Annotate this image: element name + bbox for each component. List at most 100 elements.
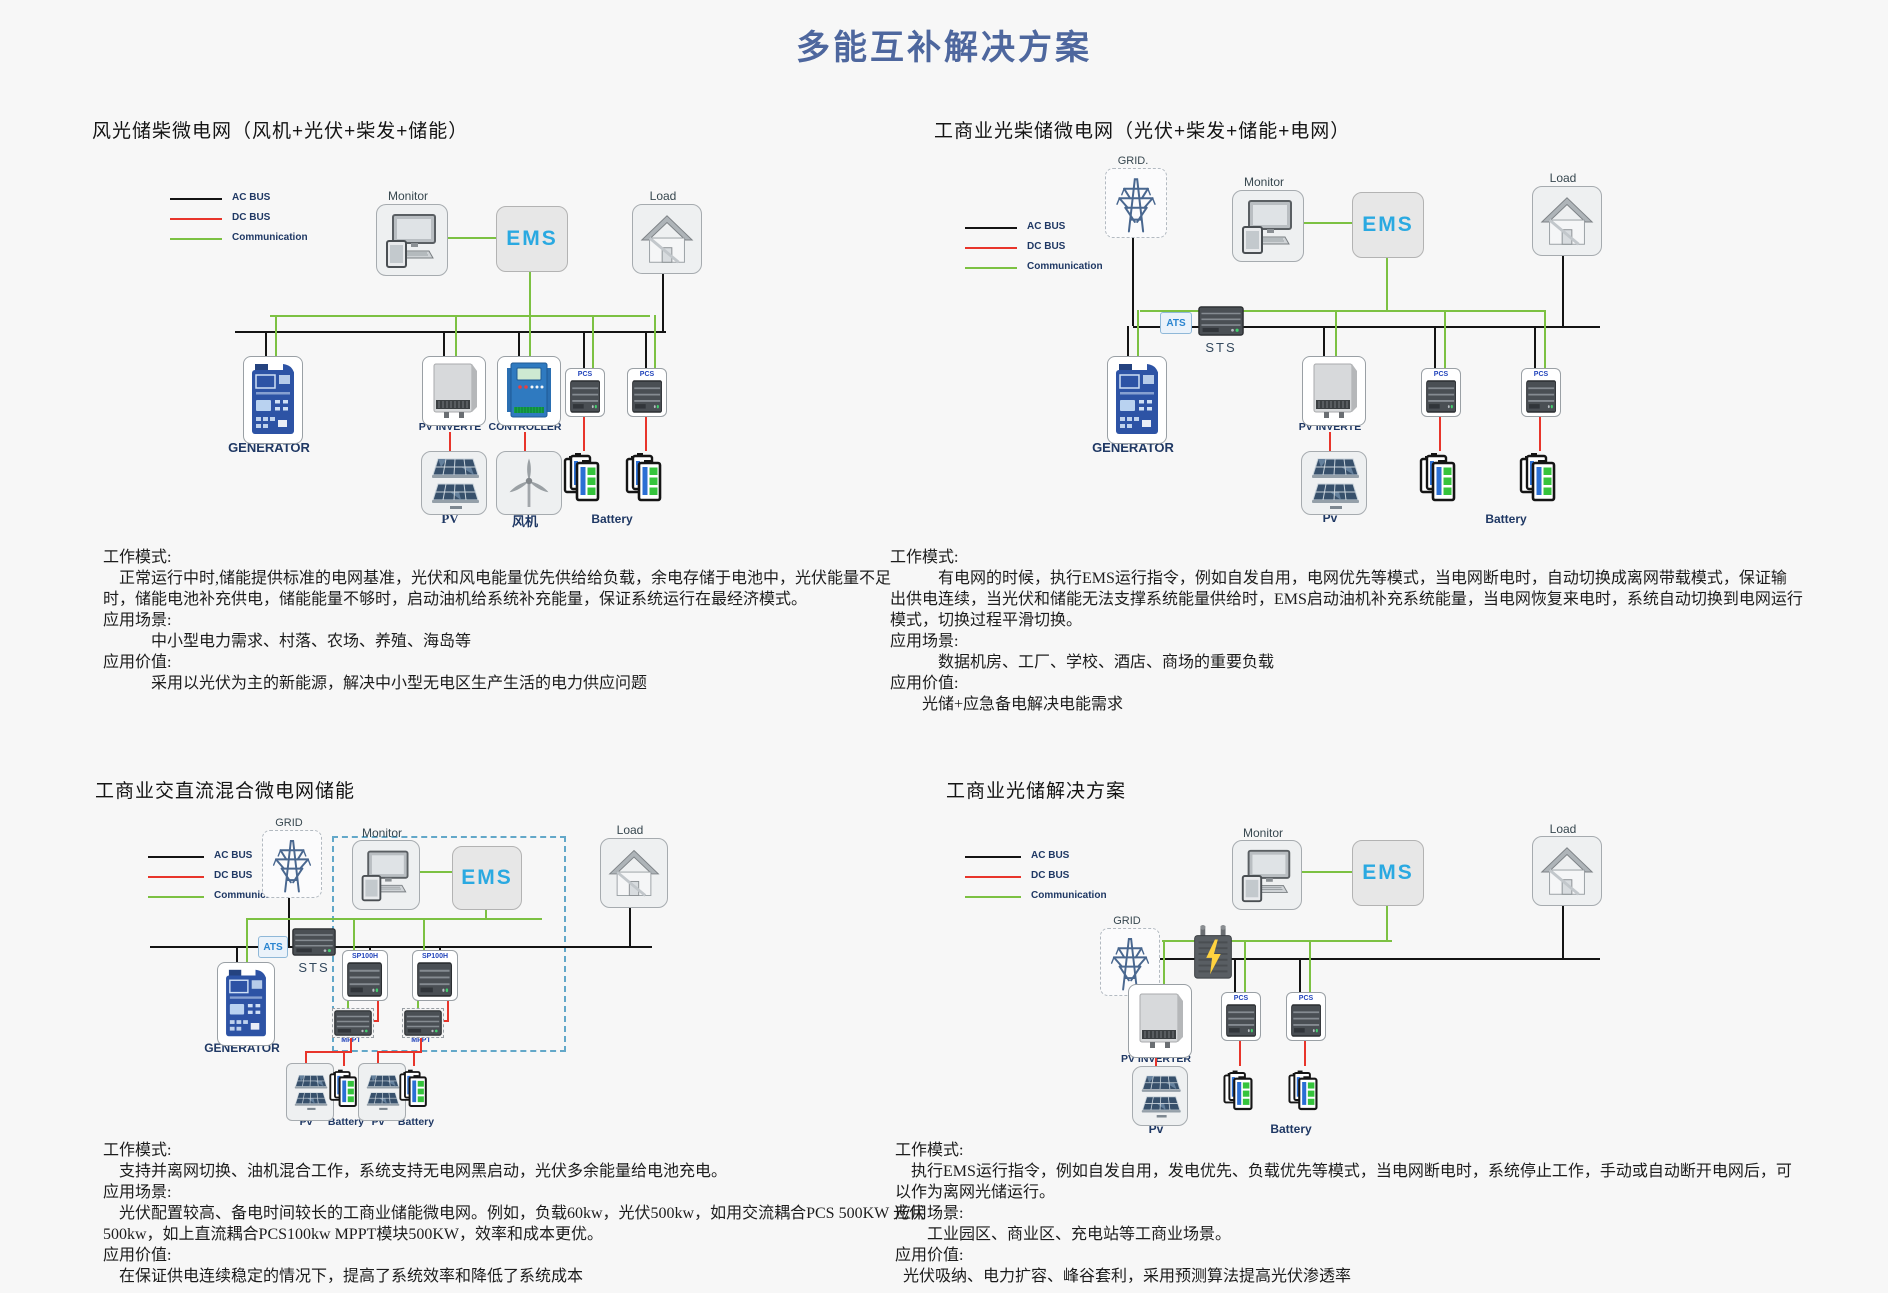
load-label: Load bbox=[1549, 822, 1577, 836]
comm-wire bbox=[1244, 940, 1246, 992]
legend-dc-label: DC BUS bbox=[1031, 870, 1070, 881]
text-line: 模式，切换过程平滑切换。 bbox=[890, 612, 1083, 629]
text-line: 在保证供电连续稳定的情况下，提高了系统效率和降低了系统成本 bbox=[119, 1268, 584, 1285]
ac-wire bbox=[1132, 232, 1134, 326]
legend-comm-label: Communication bbox=[1027, 261, 1103, 272]
battery-icon bbox=[1418, 451, 1462, 505]
battery-label: Battery bbox=[1485, 512, 1527, 526]
pcs-rack-icon bbox=[631, 380, 663, 413]
text-line: 执行EMS运行指令，例如自发自用，发电优先、负载优先等模式，当电网断电时，系统停… bbox=[911, 1163, 1792, 1180]
sts-icon bbox=[1198, 306, 1244, 336]
ems-label: EMS bbox=[1362, 861, 1414, 884]
sts-label: STS bbox=[1205, 340, 1237, 355]
comm-bus bbox=[270, 315, 650, 317]
dc-wire bbox=[1155, 1050, 1157, 1066]
legend-comm-line bbox=[148, 896, 204, 898]
ac-wire bbox=[662, 266, 664, 331]
section-header-q3: 工商业交直流混合微电网储能 bbox=[95, 781, 356, 802]
monitor-label: Monitor bbox=[387, 189, 429, 203]
text-line: 500kw，如上直流耦合PCS100kw MPPT模块500KW，效率和成本更优… bbox=[103, 1226, 604, 1243]
pcs-label: PCS bbox=[639, 371, 655, 378]
ems-box: EMS bbox=[496, 206, 568, 272]
text-line: 应用场景: bbox=[890, 633, 959, 650]
dc-wire bbox=[645, 414, 647, 451]
load-house-icon bbox=[632, 204, 702, 274]
text-line: 出供电连续，当光伏和储能无法支撑系统能量供给时，EMS启动油机补充系统能量，当电… bbox=[890, 591, 1803, 608]
legend-dc-label: DC BUS bbox=[1027, 241, 1066, 252]
battery-icon bbox=[1287, 1066, 1323, 1116]
legend-comm-label: Communication bbox=[214, 890, 290, 901]
load-label: Load bbox=[1549, 171, 1577, 185]
monitor-icon bbox=[1232, 190, 1304, 262]
comm-wire bbox=[275, 315, 277, 356]
monitor-icon bbox=[1232, 840, 1302, 910]
mppt-module-icon bbox=[332, 1008, 374, 1038]
text-line: 应用价值: bbox=[890, 675, 959, 692]
pv-panel-icon bbox=[421, 451, 487, 515]
pcs-label: PCS bbox=[1533, 371, 1549, 378]
page-title: 多能互补解决方案 bbox=[796, 29, 1092, 67]
comm-wire bbox=[1544, 310, 1546, 368]
dc-wire bbox=[524, 432, 526, 451]
legend-ac-label: AC BUS bbox=[1027, 221, 1066, 232]
grid-label: GRID bbox=[275, 817, 303, 829]
text-line: 工业园区、商业区、充电站等工商业场景。 bbox=[927, 1226, 1232, 1243]
pv-panel-icon bbox=[286, 1063, 334, 1121]
ems-box: EMS bbox=[1352, 840, 1424, 906]
ems-box: EMS bbox=[452, 846, 522, 910]
q2-text-block: 工作模式: 有电网的时候，执行EMS运行指令，例如自发自用，电网优先等模式，当电… bbox=[890, 547, 1803, 715]
battery-label: Battery bbox=[591, 512, 633, 526]
dc-wire bbox=[343, 1051, 345, 1066]
ac-wire bbox=[1323, 326, 1325, 356]
text-line: 应用价值: bbox=[895, 1247, 964, 1264]
load-house-icon bbox=[600, 838, 668, 908]
text-line: 采用以光伏为主的新能源，解决中小型无电区生产生活的电力供应问题 bbox=[151, 675, 648, 692]
pcs-box: PCS bbox=[1521, 368, 1561, 417]
text-line: 工作模式: bbox=[103, 549, 172, 566]
dc-pcs-box: SP100H bbox=[342, 950, 388, 1001]
ac-wire bbox=[1562, 248, 1564, 326]
pcs-box: PCS bbox=[1286, 992, 1326, 1041]
battery-label: Battery bbox=[1270, 1122, 1312, 1136]
text-line: 有电网的时候，执行EMS运行指令，例如自发自用，电网优先等模式，当电网断电时，自… bbox=[938, 570, 1787, 587]
monitor-icon bbox=[352, 840, 420, 910]
dc-wire bbox=[1304, 1038, 1306, 1066]
mppt-module-icon bbox=[402, 1008, 444, 1038]
battery-icon bbox=[562, 451, 606, 505]
q1-text-block: 工作模式: 正常运行中时,储能提供标准的电网基准，光伏和风电能量优先供给给负载，… bbox=[103, 547, 891, 694]
legend-ac-line bbox=[148, 856, 204, 858]
pcs-box: PCS bbox=[565, 368, 605, 417]
transformer-icon bbox=[1190, 924, 1236, 982]
ac-bus bbox=[1133, 326, 1600, 328]
pv-panel-icon bbox=[358, 1063, 406, 1121]
text-line: 数据机房、工厂、学校、酒店、商场的重要负载 bbox=[938, 654, 1275, 671]
ac-wire bbox=[1127, 326, 1129, 356]
legend-dc-line bbox=[148, 876, 204, 878]
wind-label: 风机 bbox=[511, 514, 539, 529]
legend-comm-label: Communication bbox=[232, 232, 308, 243]
rack-label: SP100H bbox=[351, 953, 379, 960]
text-line: 光伏吸纳、电力扩容、峰谷套利，采用预测算法提高光伏渗透率 bbox=[903, 1268, 1352, 1285]
ac-wire bbox=[518, 331, 520, 358]
comm-wire bbox=[1335, 310, 1337, 356]
text-line: 正常运行中时,储能提供标准的电网基准，光伏和风电能量优先供给给负载，余电存储于电… bbox=[119, 570, 892, 587]
dc-wire bbox=[413, 1051, 415, 1066]
ac-wire bbox=[583, 331, 585, 368]
text-line: 应用场景: bbox=[103, 1184, 172, 1201]
pv-panel-icon bbox=[1301, 451, 1367, 515]
comm-wire bbox=[529, 270, 531, 356]
pcs-box: PCS bbox=[1221, 992, 1261, 1041]
legend-comm-line bbox=[965, 267, 1017, 269]
dc-wire bbox=[449, 432, 451, 451]
rack-icon bbox=[417, 962, 453, 997]
ac-wire bbox=[1434, 326, 1436, 368]
rack-icon bbox=[347, 962, 383, 997]
text-line: 中小型电力需求、村落、农场、养殖、海岛等 bbox=[151, 633, 472, 650]
pcs-label: PCS bbox=[1433, 371, 1449, 378]
battery-icon bbox=[1518, 451, 1562, 505]
ac-wire bbox=[236, 946, 238, 962]
ac-bus bbox=[235, 331, 666, 333]
comm-wire bbox=[246, 918, 248, 962]
ems-box: EMS bbox=[1352, 192, 1424, 258]
